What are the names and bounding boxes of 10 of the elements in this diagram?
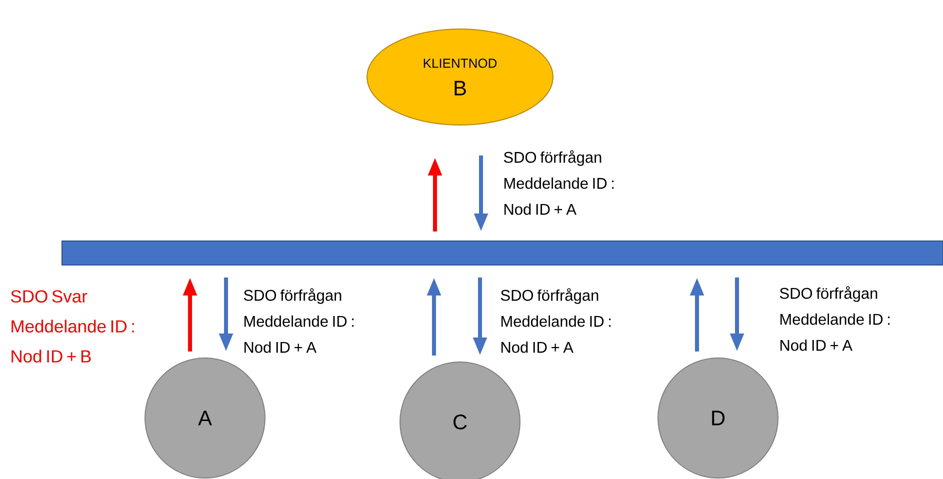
circle-node: C	[400, 362, 520, 479]
circle-node: A	[144, 358, 266, 478]
circle-node: D	[658, 358, 778, 478]
edge-label: SDO förfrågan Meddelande ID : Nod ID + A	[244, 288, 354, 353]
ellipse-node: KLIENTNOD B	[366, 28, 554, 126]
edge-label: SDO Svar Meddelande ID : Nod ID + B	[11, 290, 134, 363]
edge-label: SDO förfrågan Meddelande ID : Nod ID + A	[500, 288, 611, 353]
bus-bar	[62, 240, 943, 266]
edge-label: SDO förfrågan Meddelande ID : Nod ID + A	[780, 286, 890, 351]
edge-label: SDO förfrågan Meddelande ID : Nod ID + A	[504, 150, 614, 215]
